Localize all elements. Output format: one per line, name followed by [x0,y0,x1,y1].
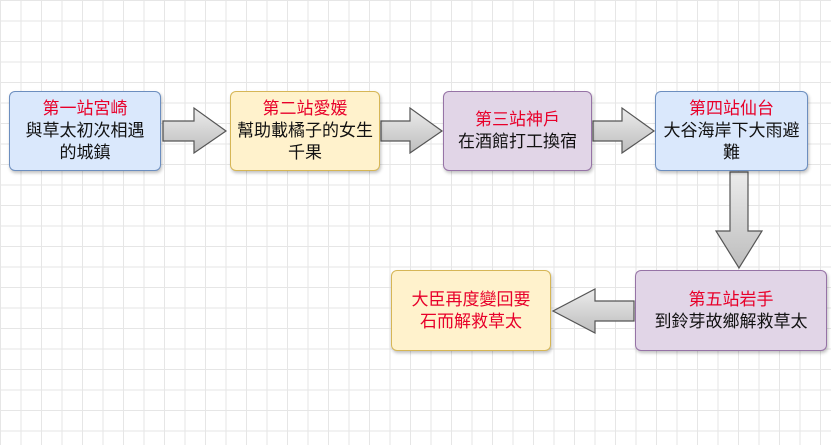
node-ehime: 第二站愛媛 幫助載橘子的女生千果 [230,91,380,171]
node-sendai: 第四站仙台 大谷海岸下大雨避難 [655,91,808,171]
node-title: 第五站岩手 [688,289,774,310]
node-title: 第二站愛媛 [262,99,348,119]
edge-arrow-5 [551,288,635,334]
node-ending: 大臣再度變回要石而解救草太 [391,270,551,351]
node-body: 大臣再度變回要石而解救草太 [411,289,531,332]
edge-arrow-2 [380,106,444,155]
node-miyazaki: 第一站宮崎 與草太初次相遇的城鎮 [9,91,161,171]
node-body: 與草太初次相遇的城鎮 [25,121,145,163]
edge-arrow-3 [592,106,656,155]
node-iwate: 第五站岩手 到鈴芽故鄉解救草太 [635,270,827,351]
node-body: 到鈴芽故鄉解救草太 [654,311,808,332]
node-title: 第三站神戶 [475,110,560,130]
edge-arrow-1 [162,106,228,155]
node-body: 大谷海岸下大雨避難 [663,121,800,163]
node-title: 第四站仙台 [689,99,774,119]
node-title: 第一站宮崎 [42,99,128,119]
node-kobe: 第三站神戶 在酒館打工換宿 [443,91,592,171]
node-body: 幫助載橘子的女生千果 [237,121,373,163]
edge-arrow-4 [714,171,764,270]
node-body: 在酒館打工換宿 [458,132,577,152]
